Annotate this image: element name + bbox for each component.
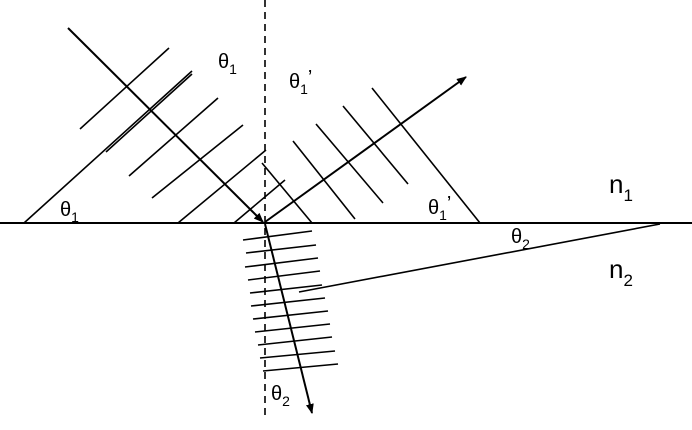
transmitted-wavefront-long (298, 223, 661, 293)
incident-wavefronts (23, 47, 286, 224)
reflected-ray (264, 76, 467, 223)
n2-medium-label: n2 (609, 254, 633, 290)
theta1-wavefront-label: θ1 (60, 199, 79, 225)
theta2-refracted-label: θ2 (271, 383, 290, 409)
theta1-prime-wavefront-label: θ1’ (428, 193, 451, 223)
n1-medium-label: n1 (609, 169, 633, 205)
theta2-wavefront-label: θ2 (511, 226, 530, 252)
refracted-ray (264, 223, 314, 414)
theta1-incident-label: θ1 (218, 51, 237, 77)
incident-ray (67, 27, 264, 223)
theta1-prime-reflected-label: θ1’ (289, 67, 312, 97)
transmitted-wavefronts (242, 230, 339, 372)
